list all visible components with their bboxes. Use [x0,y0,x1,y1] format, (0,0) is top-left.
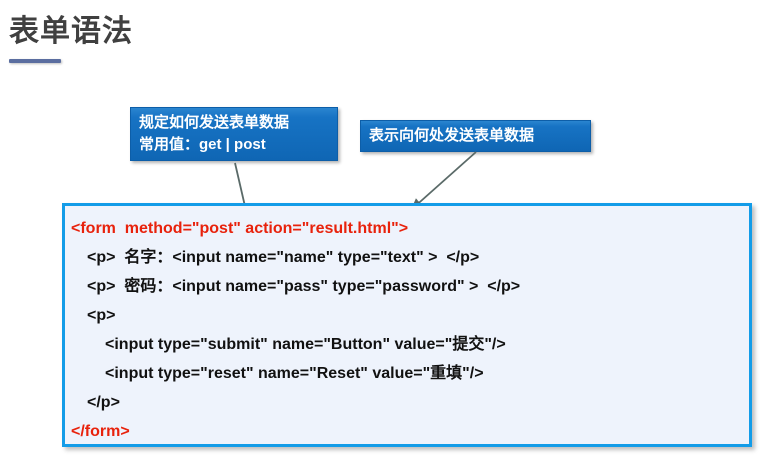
code-line-password-field: <p> 密码：<input name="pass" type="password… [87,278,521,295]
code-snippet-box: <form method="post" action="result.html"… [62,203,752,447]
code-line-submit-button: <input type="submit" name="Button" value… [105,336,506,353]
code-line-p-close: </p> [87,394,120,411]
action-callout-line-1: 表示向何处发送表单数据 [369,126,535,144]
code-line-form-open: <form method="post" action="result.html"… [71,220,409,237]
title-underline-accent [9,59,61,63]
method-callout-box: 规定如何发送表单数据 常用值：get | post [130,107,338,161]
arrow-action-to-result-html [410,151,477,211]
page-title: 表单语法 [9,15,133,48]
code-line-reset-button: <input type="reset" name="Reset" value="… [105,365,484,382]
code-line-name-field: <p> 名字：<input name="name" type="text" > … [87,249,480,266]
code-line-p-open: <p> [87,307,116,324]
action-callout-box: 表示向何处发送表单数据 [360,120,591,152]
method-callout-line-1: 规定如何发送表单数据 [139,113,290,131]
method-callout-line-2: 常用值：get | post [139,135,266,153]
code-line-form-close: </form> [71,423,130,440]
